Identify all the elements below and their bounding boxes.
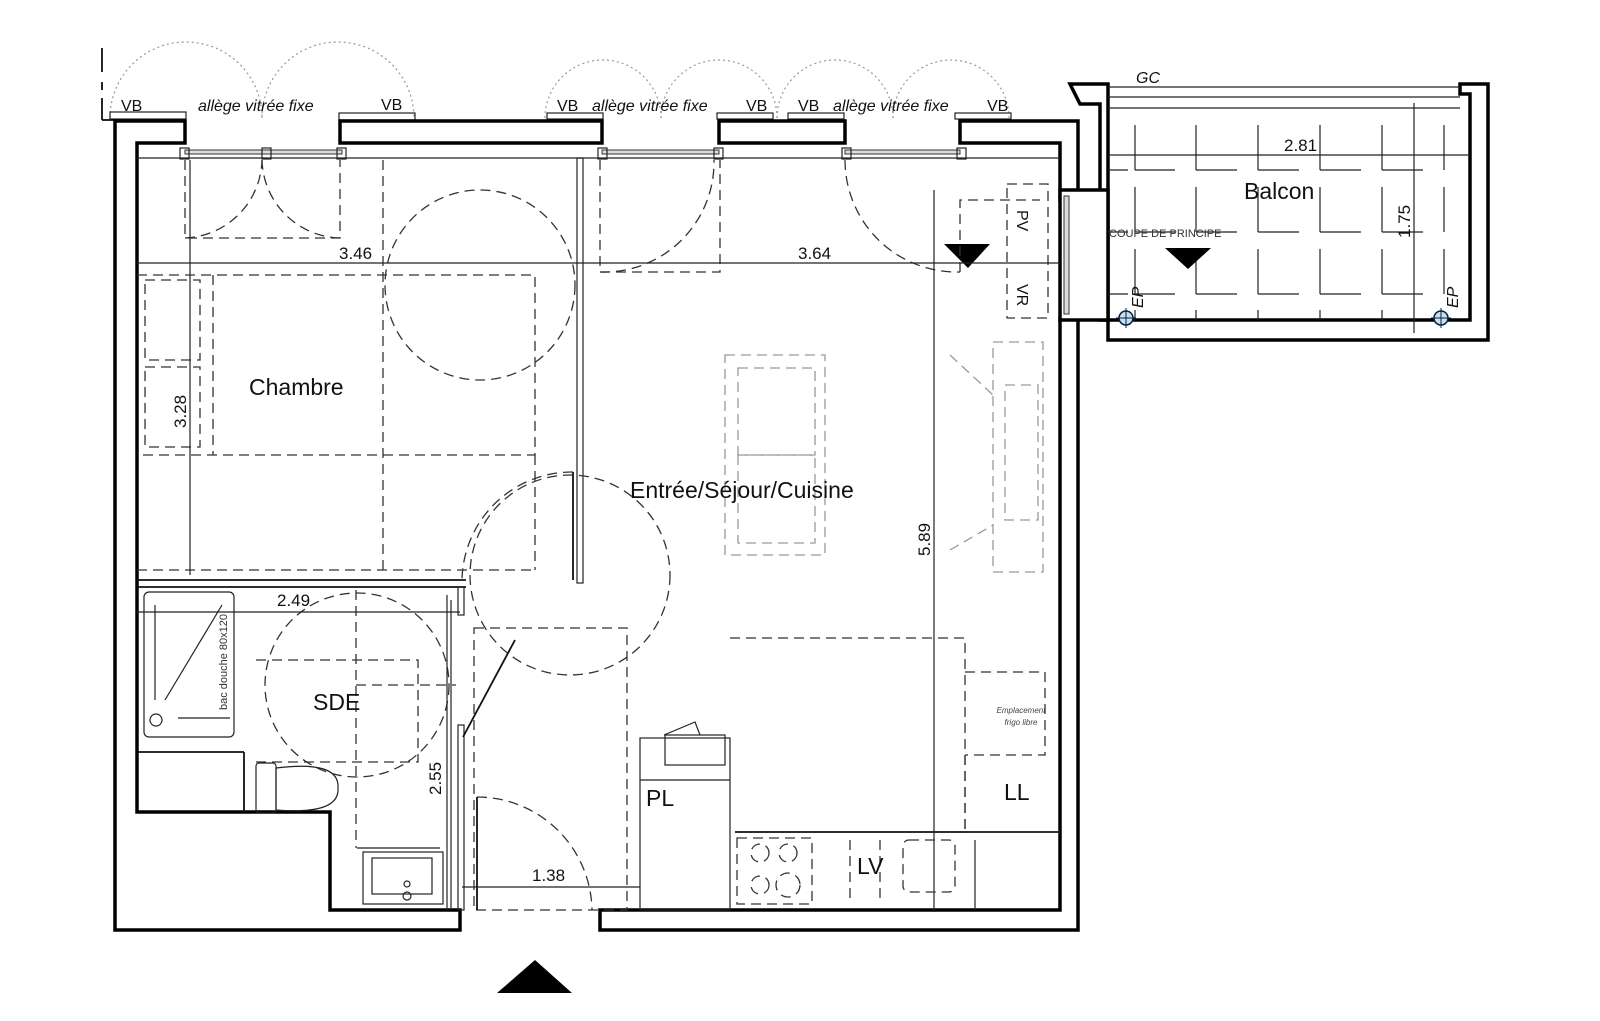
room-label-balcon: Balcon (1244, 178, 1314, 204)
label-vb: VB (381, 97, 402, 114)
label-frigo: Emplacement (997, 706, 1047, 715)
entrance-arrow-icon (497, 960, 572, 993)
room-label-sejour: Entrée/Séjour/Cuisine (630, 477, 854, 503)
label-ep: EP (1445, 286, 1462, 308)
furniture-layout (137, 159, 1060, 912)
dim-chambre-depth: 3.28 (171, 395, 190, 428)
dimension-lines (137, 160, 1060, 910)
label-ep: EP (1130, 286, 1147, 308)
section-marker-icon (1165, 248, 1211, 269)
label-pl: PL (646, 785, 674, 811)
label-frigo: frigo libre (1005, 718, 1038, 727)
label-vb: VB (557, 98, 578, 115)
dim-sejour-depth: 5.89 (915, 523, 934, 556)
balcony (1058, 82, 1490, 342)
dim-entree-width: 1.38 (532, 866, 565, 885)
label-vb: VB (746, 98, 767, 115)
label-ll: LL (1004, 779, 1030, 805)
label-vb: VB (798, 98, 819, 115)
label-pv: PV (1013, 210, 1030, 232)
drain-icon (1116, 308, 1136, 328)
label-allege: allège vitrée fixe (198, 98, 314, 115)
window-sills (109, 111, 1012, 121)
window-swing-arcs (109, 41, 1010, 119)
label-vr: VR (1013, 284, 1030, 306)
dim-sde-depth: 2.55 (426, 762, 445, 795)
label-coupe: COUPE DE PRINCIPE (1109, 228, 1221, 240)
drain-icon (1431, 308, 1451, 328)
label-shower: bac douche 80x120 (218, 614, 230, 710)
label-gc: GC (1136, 70, 1160, 87)
dim-sejour-width: 3.64 (798, 244, 831, 263)
label-allege: allège vitrée fixe (833, 98, 949, 115)
dim-sde-width: 2.49 (277, 591, 310, 610)
dim-chambre-width: 3.46 (339, 244, 372, 263)
dim-balcon-width: 2.81 (1284, 136, 1317, 155)
label-vb: VB (121, 98, 142, 115)
interior-walls (137, 157, 1060, 911)
dim-balcon-depth: 1.75 (1395, 205, 1414, 238)
room-label-sde: SDE (313, 689, 360, 715)
section-marker-icon (944, 244, 990, 268)
room-label-chambre: Chambre (249, 374, 344, 400)
label-allege: allège vitrée fixe (592, 98, 708, 115)
label-lv: LV (857, 853, 884, 879)
label-vb: VB (987, 98, 1008, 115)
facade-glazing (137, 147, 1060, 160)
